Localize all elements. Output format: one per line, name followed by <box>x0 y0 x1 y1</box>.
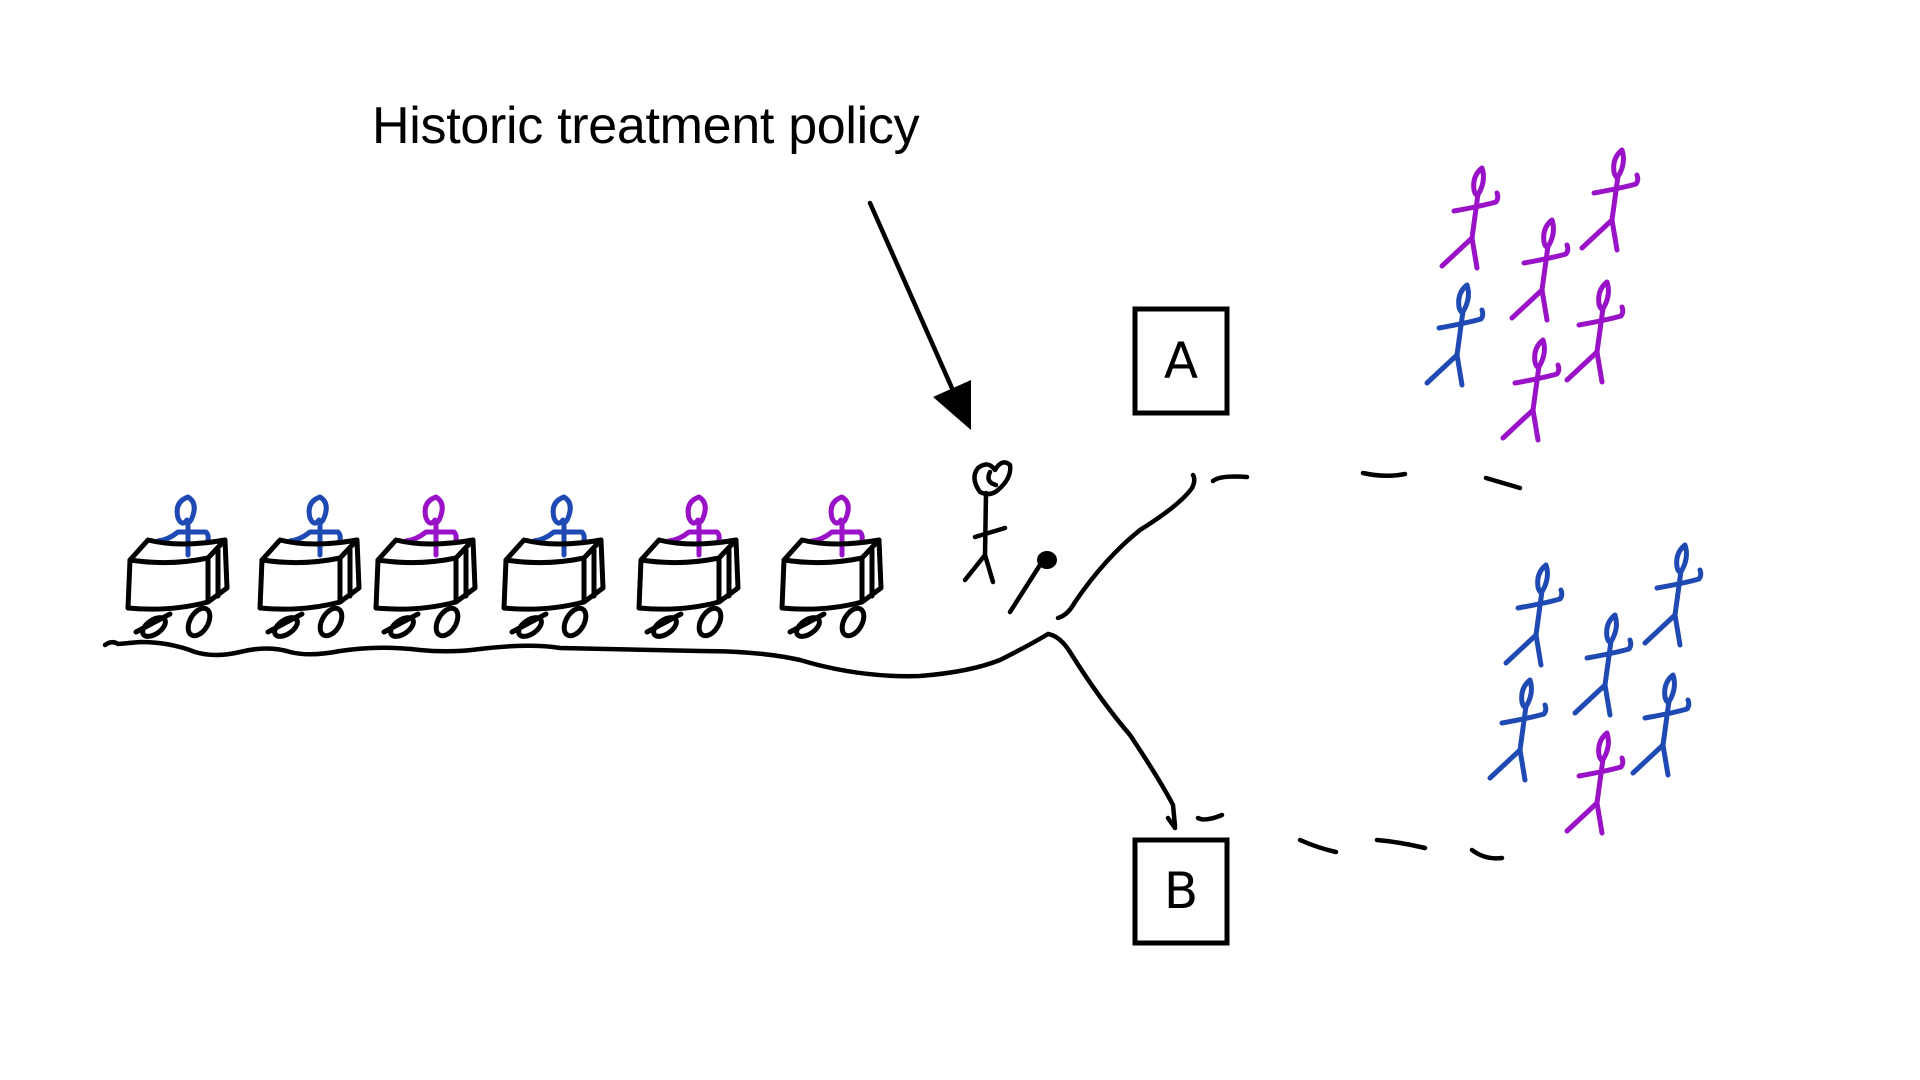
cart-body <box>257 537 362 612</box>
branch-b-label: B <box>1164 862 1198 920</box>
outcome-b-person-4 <box>1487 677 1549 783</box>
track-main <box>102 631 1051 679</box>
outcome-b-person-1 <box>1503 562 1565 668</box>
cart-wheels <box>644 605 724 639</box>
cart-4 <box>501 494 606 639</box>
outcome-b-person-2 <box>1642 542 1704 648</box>
branch-b-dashes <box>1195 812 1505 861</box>
cart-1 <box>125 494 230 639</box>
cart-3 <box>373 494 478 639</box>
outcome-a-person-1 <box>1439 165 1501 271</box>
pointer-arrow <box>867 200 971 430</box>
cart-2 <box>257 494 362 639</box>
outcome-crowd-a <box>1424 147 1641 443</box>
branch-a-label: A <box>1164 332 1198 390</box>
cart-queue <box>125 494 884 639</box>
outcome-a-person-3 <box>1509 217 1571 323</box>
lever-icon <box>1007 551 1057 615</box>
outcome-a-person-4 <box>1424 282 1486 388</box>
cart-6 <box>779 494 884 639</box>
patient-4 <box>531 494 587 558</box>
branch-a-dashes <box>1210 470 1523 491</box>
outcome-b-person-3 <box>1572 612 1634 718</box>
cart-wheels <box>381 605 461 639</box>
doctor-figure <box>962 460 1013 585</box>
track-branch-b <box>1045 631 1178 829</box>
patient-6 <box>809 494 865 558</box>
cart-body <box>373 537 478 612</box>
patient-2 <box>287 494 343 558</box>
outcome-a-person-6 <box>1500 337 1562 443</box>
outcome-crowd-b <box>1487 542 1704 836</box>
cart-body <box>779 537 884 612</box>
cart-wheels <box>265 605 345 639</box>
patient-3 <box>403 494 459 558</box>
cart-body <box>125 537 230 612</box>
track-branch-a <box>1055 472 1197 621</box>
cart-wheels <box>509 605 589 639</box>
diagram-title: Historic treatment policy <box>372 97 920 155</box>
patient-1 <box>155 494 211 558</box>
cart-wheels <box>787 605 867 639</box>
patient-5 <box>666 494 722 558</box>
cart-5 <box>636 494 741 639</box>
branch-b-box: B <box>1132 837 1230 946</box>
branch-a-box: A <box>1132 306 1230 416</box>
outcome-a-person-2 <box>1579 147 1641 253</box>
outcome-b-person-6 <box>1564 730 1626 836</box>
cart-body <box>501 537 606 612</box>
outcome-b-person-5 <box>1630 672 1692 778</box>
cart-body <box>636 537 741 612</box>
cart-wheels <box>133 605 213 639</box>
branch-b-arrowhead <box>1165 815 1178 831</box>
outcome-a-person-5 <box>1564 279 1626 385</box>
